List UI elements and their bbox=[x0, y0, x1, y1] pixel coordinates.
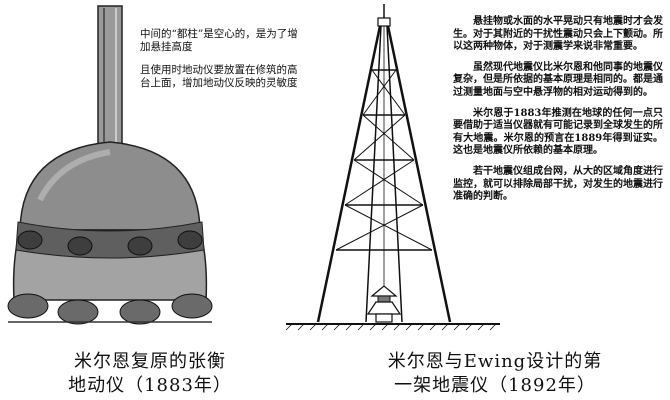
seismograph-illustration bbox=[285, 4, 500, 331]
seismoscope-caption: 米尔恩复原的张衡 地动仪（1883年） bbox=[20, 350, 280, 398]
paragraph-4: 若干地震仪组成台网，从大的区域角度进行监控，就可以排除局部干扰，对发生的地震进行… bbox=[453, 165, 663, 203]
caption-left-line1: 米尔恩复原的张衡 bbox=[74, 351, 226, 372]
toads bbox=[7, 293, 213, 325]
pillar-note: 中间的“都柱”是空心的，是为了增加悬挂高度 bbox=[140, 28, 298, 53]
seismoscope-illustration bbox=[7, 5, 213, 325]
caption-left-line2: 地动仪（1883年） bbox=[68, 375, 232, 396]
paragraph-3: 米尔恩于1883年推测在地球的任何一点只要借助于适当仪器就有可能记录到全球发生的… bbox=[453, 107, 663, 157]
paragraph-1: 悬挂物或水面的水平晃动只有地震时才会发生。对于其附近的干扰性震动只会上下颤动。所… bbox=[453, 16, 663, 53]
platform-note: 且使用时地动仪要放置在修筑的高台上面，增加地动仪反映的灵敏度 bbox=[140, 64, 298, 89]
paragraph-2: 虽然现代地震仪比米尔恩和他同事的地震仪复杂，但是所依据的基本原理是相同的。都是通… bbox=[453, 61, 663, 98]
dragon-heads bbox=[17, 230, 203, 256]
seismoscope-annotation: 中间的“都柱”是空心的，是为了增加悬挂高度 且使用时地动仪要放置在修筑的高台上面… bbox=[140, 28, 305, 100]
caption-right-line1: 米尔恩与Ewing设计的第 bbox=[387, 351, 603, 372]
seismograph-caption: 米尔恩与Ewing设计的第 一架地震仪（1892年） bbox=[345, 350, 645, 398]
vessel-dome bbox=[19, 141, 201, 231]
pendulum-bob bbox=[370, 285, 398, 297]
principle-text: 悬挂物或水面的水平晃动只有地震时才会发生。对于其附近的干扰性震动只会上下颤动。所… bbox=[453, 16, 663, 212]
caption-right-line2: 一架地震仪（1892年） bbox=[394, 375, 596, 396]
central-pillar bbox=[97, 5, 123, 147]
